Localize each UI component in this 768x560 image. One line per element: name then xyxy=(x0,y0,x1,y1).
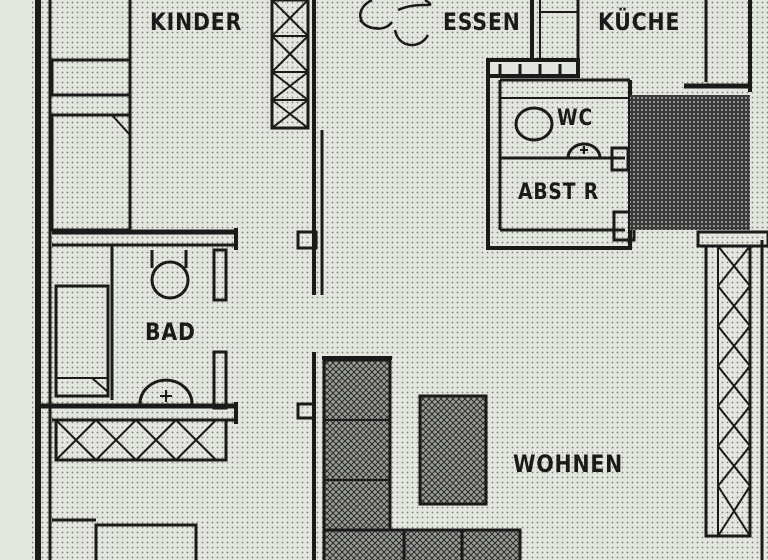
right-cabinet xyxy=(696,230,768,560)
kinder-essen-wall xyxy=(296,0,324,295)
room-label-abstr: ABST R xyxy=(518,180,599,205)
kinder-wardrobe xyxy=(270,0,310,130)
lower-left-walls xyxy=(52,518,198,560)
outer-left-wall xyxy=(35,0,52,560)
kinder-room-walls xyxy=(50,0,238,250)
coffee-table xyxy=(418,394,488,506)
dark-shaft xyxy=(630,95,750,230)
room-label-bad: BAD xyxy=(145,318,196,346)
room-label-essen: ESSEN xyxy=(443,8,521,36)
left-margin xyxy=(0,0,32,560)
living-shelf xyxy=(296,352,392,560)
kitchen-walls xyxy=(530,0,752,92)
hall-wardrobe xyxy=(54,418,228,462)
dining-table-chairs xyxy=(359,0,432,47)
sofa xyxy=(322,528,522,560)
room-label-kinder: KINDER xyxy=(150,8,243,36)
room-label-wohnen: WOHNEN xyxy=(513,450,624,478)
room-label-wc: WC xyxy=(557,106,594,131)
room-label-kuche: KÜCHE xyxy=(598,8,681,36)
